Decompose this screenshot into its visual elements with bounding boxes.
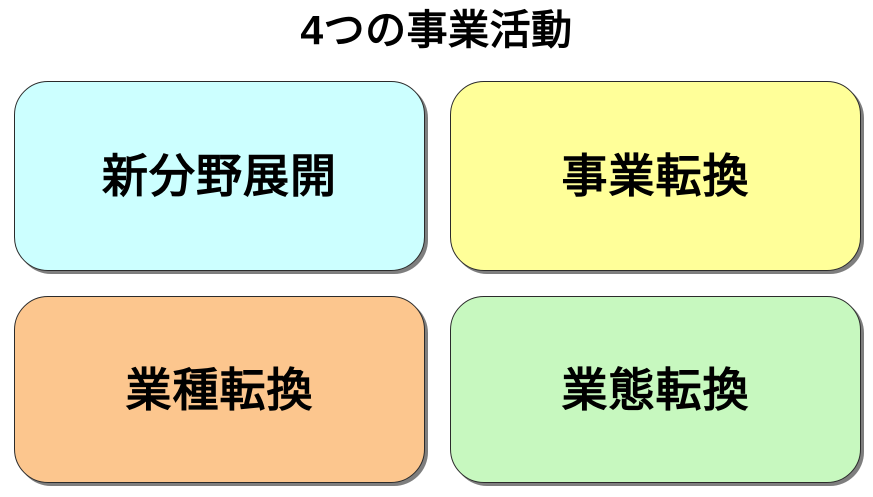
activity-box-format-change[interactable]: 業態転換: [450, 296, 861, 483]
activity-box-business-change[interactable]: 事業転換: [450, 81, 861, 271]
activity-box-new-field[interactable]: 新分野展開: [14, 81, 425, 271]
activity-box-label: 業種転換: [125, 363, 314, 416]
activity-box-label: 事業転換: [561, 150, 750, 202]
diagram-title: 4つの事業活動: [300, 7, 573, 53]
activity-box-label: 業態転換: [561, 363, 750, 416]
activity-box-label: 新分野展開: [102, 150, 337, 202]
activity-box-industry-change[interactable]: 業種転換: [14, 296, 425, 483]
